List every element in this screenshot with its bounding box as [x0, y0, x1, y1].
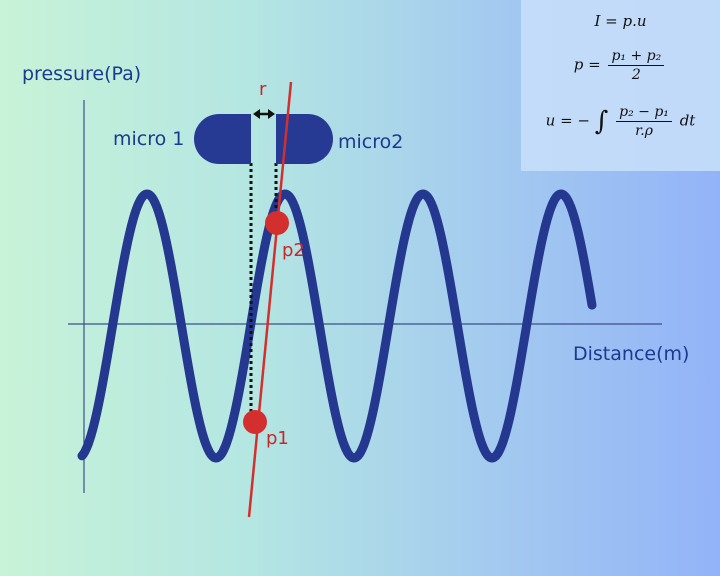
velocity-formula: u = − ∫ p₂ − p₁ r.ρ dt — [521, 104, 720, 139]
pressure-denominator: 2 — [631, 67, 641, 83]
pressure-numerator: p₁ + p₂ — [608, 48, 665, 66]
spacing-arrowhead-right — [268, 109, 275, 119]
pressure-formula: p = p₁ + p₂ 2 — [521, 48, 720, 83]
spacing-arrowhead-left — [253, 109, 260, 119]
velocity-numerator: p₂ − p₁ — [616, 104, 672, 122]
intensity-formula-text: I = p.u — [594, 12, 647, 30]
pressure-formula-lhs: p = — [573, 55, 601, 74]
integral-icon: ∫ — [594, 106, 609, 137]
point-p2-label: p2 — [282, 240, 305, 261]
microphone-1 — [194, 114, 251, 164]
velocity-denominator: r.ρ — [635, 123, 653, 139]
point-p2 — [265, 211, 289, 235]
point-p1-label: p1 — [266, 428, 289, 449]
pressure-wave — [77, 189, 597, 463]
gradient-line — [247, 81, 293, 518]
microphone-2 — [276, 114, 333, 164]
intensity-formula: I = p.u — [521, 12, 720, 30]
formula-panel: I = p.u p = p₁ + p₂ 2 u = − ∫ p₂ − p₁ r.… — [521, 0, 720, 171]
y-axis-label: pressure(Pa) — [22, 63, 141, 85]
mic1-label: micro 1 — [113, 128, 184, 150]
pressure-fraction: p₁ + p₂ 2 — [608, 48, 665, 83]
x-axis-label: Distance(m) — [573, 343, 689, 365]
velocity-formula-dt: dt — [679, 111, 696, 130]
spacing-label: r — [259, 79, 267, 100]
point-p1 — [243, 410, 267, 434]
velocity-fraction: p₂ − p₁ r.ρ — [616, 104, 672, 139]
velocity-formula-lhs: u = − — [545, 111, 591, 130]
mic2-label: micro2 — [338, 131, 403, 153]
